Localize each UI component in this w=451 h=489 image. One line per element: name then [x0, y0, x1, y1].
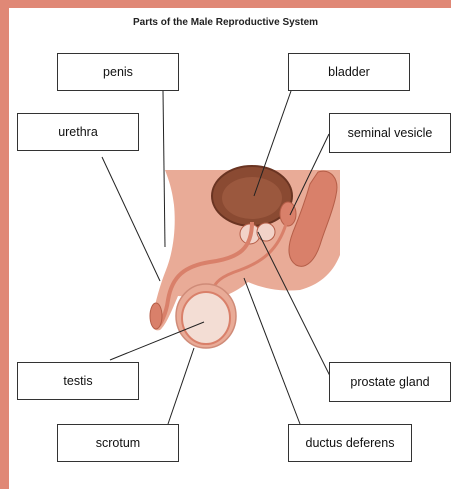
label-seminal-vesicle: seminal vesicle [329, 113, 451, 153]
label-ductus-deferens: ductus deferens [288, 424, 412, 462]
label-prostate-gland: prostate gland [329, 362, 451, 402]
label-testis: testis [17, 362, 139, 400]
glans [150, 303, 162, 329]
seminal-vesicle-organ [280, 202, 296, 226]
label-scrotum: scrotum [57, 424, 179, 462]
label-bladder: bladder [288, 53, 410, 91]
label-urethra: urethra [17, 113, 139, 151]
testis-organ [182, 292, 230, 344]
label-penis: penis [57, 53, 179, 91]
diagram-title: Parts of the Male Reproductive System [0, 17, 451, 28]
